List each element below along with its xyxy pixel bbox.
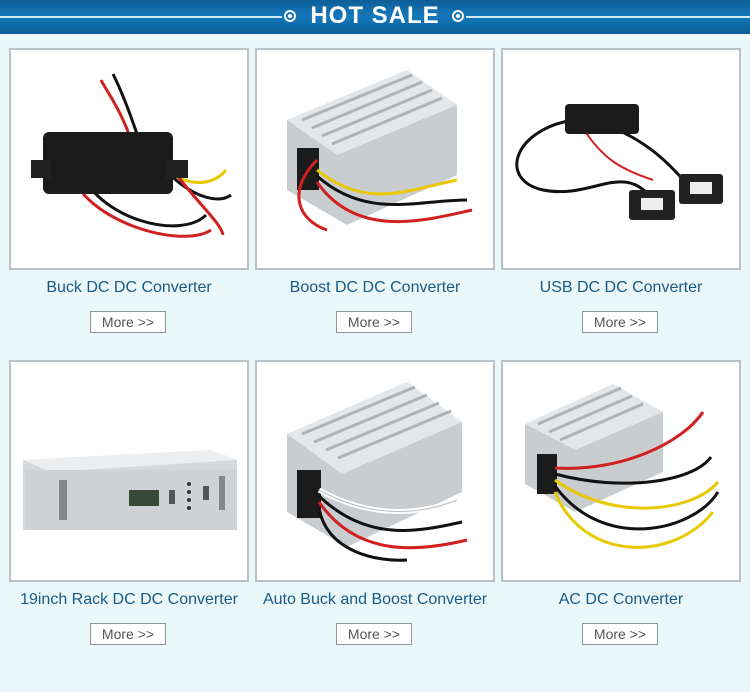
product-image-frame[interactable] (255, 48, 495, 270)
product-name[interactable]: USB DC DC Converter (539, 279, 703, 296)
product-name[interactable]: Boost DC DC Converter (289, 279, 461, 296)
product-image-frame[interactable] (9, 360, 249, 582)
product-name[interactable]: Auto Buck and Boost Converter (262, 591, 488, 608)
more-button[interactable]: More >> (582, 623, 658, 645)
buck-converter-image (31, 73, 232, 238)
product-image-frame[interactable] (9, 48, 249, 270)
more-button[interactable]: More >> (582, 311, 658, 333)
product-name[interactable]: 19inch Rack DC DC Converter (20, 591, 238, 608)
product-image-frame[interactable] (255, 360, 495, 582)
product-name[interactable]: Buck DC DC Converter (46, 279, 212, 296)
more-button[interactable]: More >> (336, 311, 412, 333)
rack-converter-image (23, 450, 237, 530)
hot-sale-banner: HOT SALE (0, 0, 750, 34)
banner-dot-left-icon (284, 10, 296, 22)
banner-line-right (466, 16, 750, 18)
more-button[interactable]: More >> (90, 311, 166, 333)
auto-buck-boost-image (287, 382, 468, 562)
boost-converter-image (287, 70, 473, 232)
product-name[interactable]: AC DC Converter (558, 591, 684, 608)
product-image-frame[interactable] (501, 360, 741, 582)
banner-dot-right-icon (452, 10, 464, 22)
product-image-frame[interactable] (501, 48, 741, 270)
section-title: HOT SALE (310, 2, 440, 29)
usb-converter-image (515, 104, 723, 220)
more-button[interactable]: More >> (336, 623, 412, 645)
more-button[interactable]: More >> (90, 623, 166, 645)
banner-line-left (0, 16, 282, 18)
ac-dc-converter-image (525, 384, 720, 549)
